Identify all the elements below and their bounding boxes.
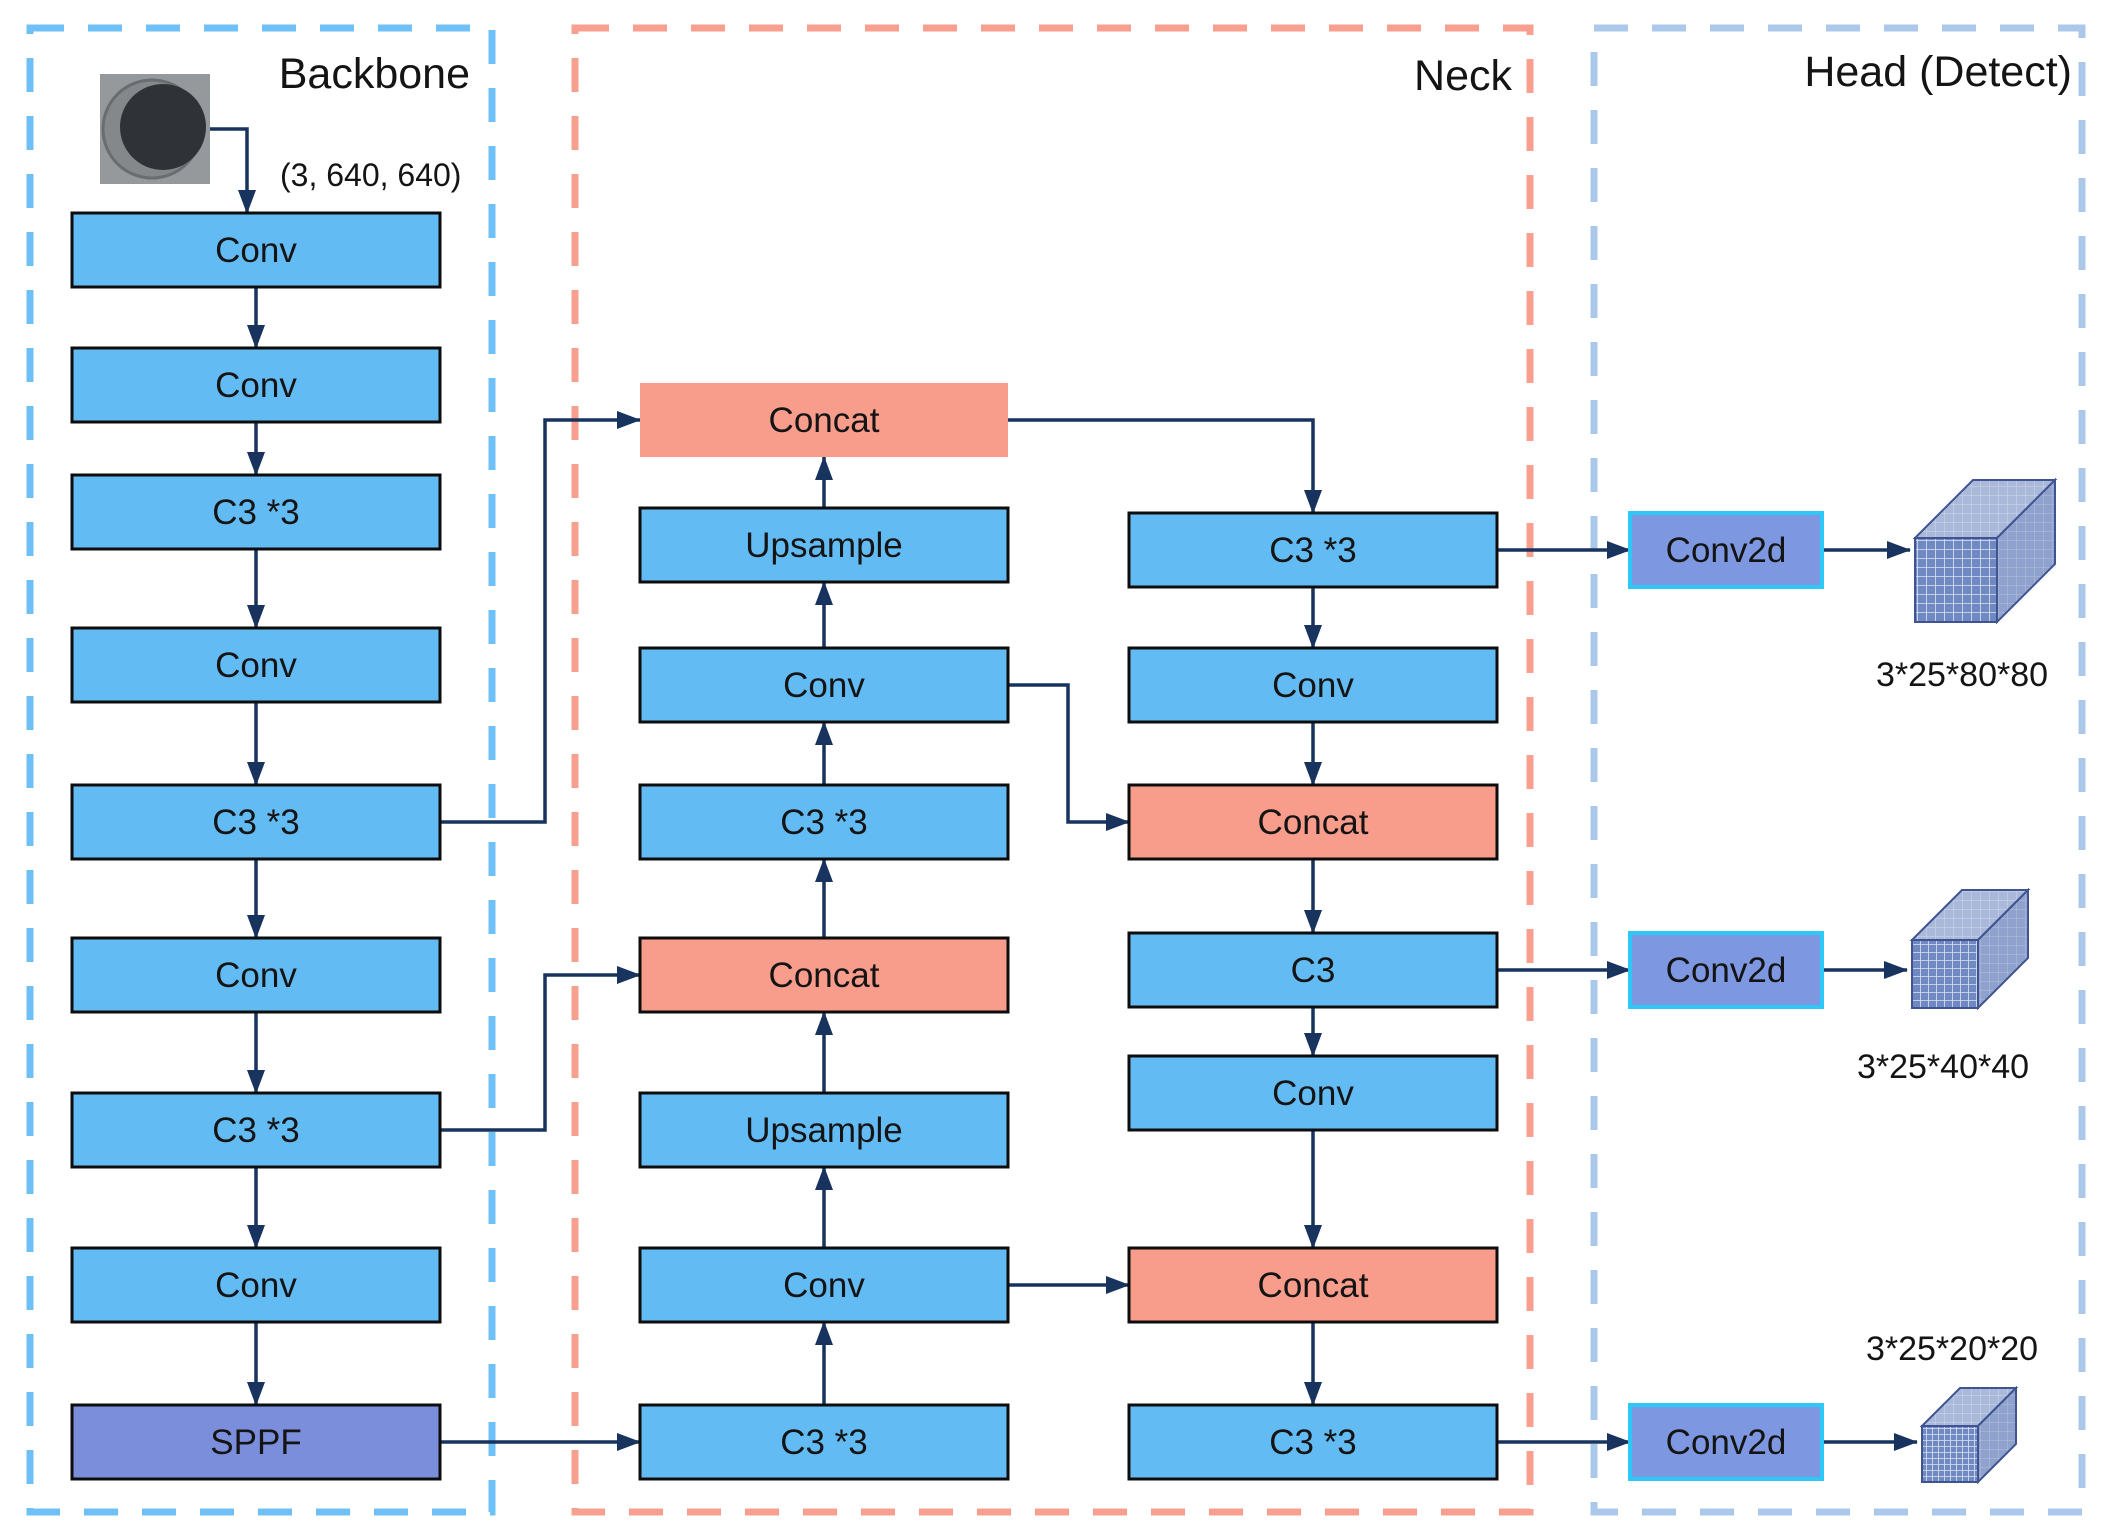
node-b6-box (70, 936, 442, 1014)
node-r4-label: C3 (1291, 951, 1336, 990)
node-m2-label: Conv (783, 1266, 865, 1305)
backbone-region-title: Backbone (279, 50, 470, 98)
node-r6-label: Concat (1258, 1266, 1369, 1305)
node-b8-box (70, 1246, 442, 1324)
node-b6-label: Conv (215, 956, 297, 995)
node-b8-label: Conv (215, 1266, 297, 1305)
node-r5-box (1127, 1054, 1499, 1132)
flow-arrow (440, 411, 641, 824)
node-m8-box (640, 383, 1008, 457)
node-m5-box (638, 783, 1010, 861)
node-r2-label: Conv (1272, 666, 1354, 705)
node-b7-label: C3 *3 (212, 1111, 300, 1150)
node-m6-label: Conv (783, 666, 865, 705)
node-m8-label: Concat (769, 401, 880, 440)
node-h1-box (1628, 511, 1824, 589)
node-b4-box (70, 626, 442, 704)
node-h3-box (1628, 1403, 1824, 1481)
node-b2-box (70, 346, 442, 424)
node-r1-box (1127, 511, 1499, 589)
output-tensor-cube-2 (1909, 887, 2031, 1011)
node-m5-label: C3 *3 (780, 803, 868, 842)
input-shape-label: (3, 640, 640) (280, 157, 461, 193)
head-region-border (1590, 24, 2086, 1516)
output-shape-label-3: 3*25*20*20 (1866, 1330, 2038, 1368)
node-r3-box (1127, 783, 1499, 861)
node-b7-box (70, 1091, 442, 1169)
node-m3-label: Upsample (745, 1111, 903, 1150)
cube-front-face (1911, 939, 1979, 1009)
node-r4-box (1127, 931, 1499, 1009)
node-r3-label: Concat (1258, 803, 1369, 842)
node-m6-box (638, 646, 1010, 724)
output-shape-label-2: 3*25*40*40 (1857, 1048, 2029, 1086)
node-h2-box (1628, 931, 1824, 1009)
output-tensor-cube-3 (1919, 1385, 2019, 1485)
input-image-thumbnail (100, 74, 210, 184)
backbone-region-border (26, 24, 496, 1516)
flow-arrow (1008, 683, 1130, 831)
node-r7-label: C3 *3 (1269, 1423, 1357, 1462)
node-b5-box (70, 783, 442, 861)
neck-region-border (571, 24, 1534, 1516)
node-b9-label: SPPF (210, 1423, 301, 1462)
node-r2-box (1127, 646, 1499, 724)
flow-arrow (440, 966, 641, 1132)
node-b1-box (70, 211, 442, 289)
flow-arrow (1008, 418, 1322, 514)
head-region-title: Head (Detect) (1804, 48, 2072, 96)
node-h1-label: Conv2d (1666, 531, 1787, 570)
node-r1-label: C3 *3 (1269, 531, 1357, 570)
node-b5-label: C3 *3 (212, 803, 300, 842)
node-m4-box (638, 936, 1010, 1014)
flow-arrow (210, 127, 256, 214)
node-m1-box (638, 1403, 1010, 1481)
node-b1-label: Conv (215, 231, 297, 270)
node-r7-box (1127, 1403, 1499, 1481)
node-m3-box (638, 1091, 1010, 1169)
node-h2-label: Conv2d (1666, 951, 1787, 990)
node-m7-box (638, 506, 1010, 584)
node-b3-box (70, 473, 442, 551)
node-m2-box (638, 1246, 1010, 1324)
node-b4-label: Conv (215, 646, 297, 685)
node-b3-label: C3 *3 (212, 493, 300, 532)
cube-front-face (1914, 537, 1998, 623)
node-r6-box (1127, 1246, 1499, 1324)
input-image-dark-circle (120, 84, 206, 170)
node-m4-label: Concat (769, 956, 880, 995)
output-tensor-cube-1 (1912, 477, 2058, 625)
output-shape-label-1: 3*25*80*80 (1876, 656, 2048, 694)
node-m7-label: Upsample (745, 526, 903, 565)
node-m1-label: C3 *3 (780, 1423, 868, 1462)
node-r5-label: Conv (1272, 1074, 1354, 1113)
node-b2-label: Conv (215, 366, 297, 405)
node-h3-label: Conv2d (1666, 1423, 1787, 1462)
node-b9-box (70, 1403, 442, 1481)
neck-region-title: Neck (1414, 52, 1512, 100)
cube-front-face (1921, 1425, 1979, 1483)
